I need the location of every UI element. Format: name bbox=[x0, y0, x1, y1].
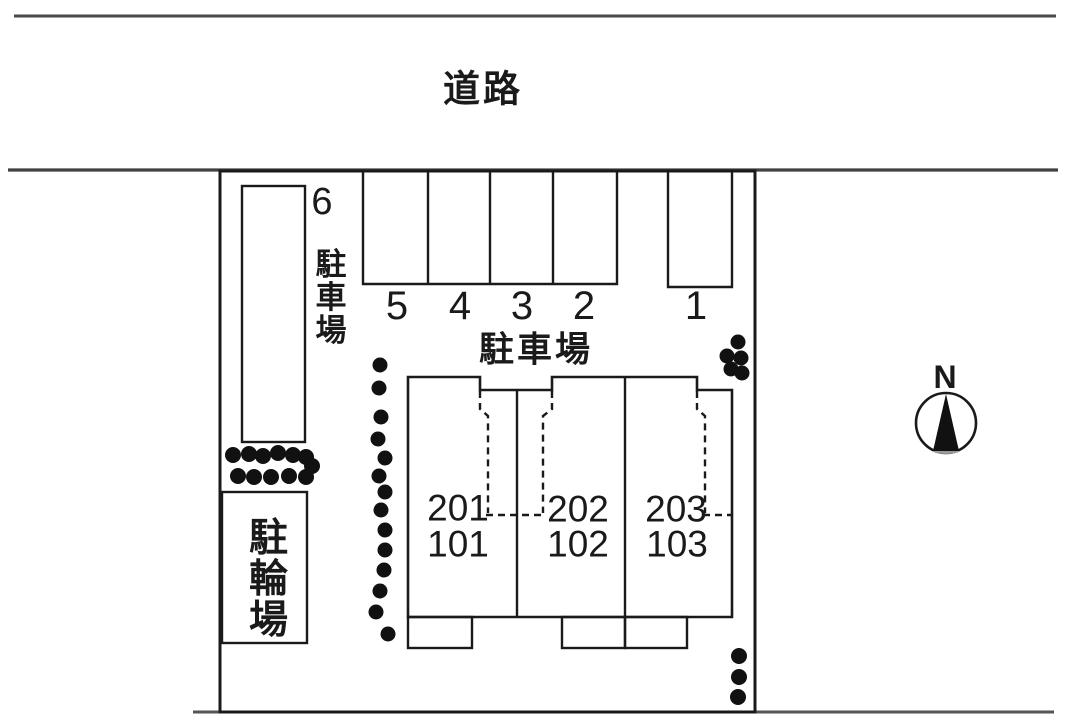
tree-cluster-bicycle bbox=[225, 445, 320, 485]
tree-dot bbox=[285, 447, 301, 463]
tree-row-left bbox=[368, 357, 396, 642]
tree-cluster-right-lower bbox=[730, 648, 747, 705]
stall-number-3: 3 bbox=[510, 284, 534, 328]
tree-dot bbox=[371, 468, 387, 484]
tree-dot bbox=[246, 469, 262, 485]
tree-dot bbox=[230, 468, 246, 484]
stall-number-5: 5 bbox=[385, 284, 409, 328]
tree-dot bbox=[730, 689, 746, 705]
porch1-left-dash bbox=[478, 391, 490, 513]
north-label: N bbox=[933, 359, 957, 395]
parking-stall-6 bbox=[240, 184, 307, 444]
tree-dot bbox=[372, 583, 388, 599]
entry-step-2 bbox=[560, 615, 627, 650]
side-parking-area-label: 駐車場 bbox=[310, 247, 346, 347]
tree-dot bbox=[298, 469, 314, 485]
tree-dot bbox=[734, 365, 750, 381]
tree-dot bbox=[368, 604, 384, 620]
side-stall-number-6: 6 bbox=[311, 181, 333, 223]
tree-dot bbox=[731, 648, 747, 664]
unit-number-202: 202 bbox=[547, 488, 609, 530]
compass-needle bbox=[933, 394, 959, 451]
stall-number-2: 2 bbox=[572, 284, 596, 328]
tree-dot bbox=[255, 448, 271, 464]
porch1-right-dash bbox=[541, 391, 554, 513]
tree-dot bbox=[377, 542, 393, 558]
tree-dot bbox=[380, 626, 396, 642]
tree-dot bbox=[241, 446, 257, 462]
tree-dot bbox=[373, 502, 389, 518]
entry-step-1 bbox=[406, 615, 474, 650]
tree-dot bbox=[377, 484, 393, 500]
tree-dot bbox=[225, 447, 241, 463]
tree-dot bbox=[371, 380, 387, 396]
unit-number-102: 102 bbox=[547, 523, 609, 565]
tree-dot bbox=[733, 350, 749, 366]
unit-number-103: 103 bbox=[646, 523, 708, 565]
porch2-left-dash bbox=[695, 391, 707, 513]
tree-dot bbox=[263, 469, 279, 485]
tree-dot bbox=[281, 468, 297, 484]
tree-dot bbox=[731, 669, 747, 685]
tree-cluster-right-upper bbox=[719, 334, 750, 381]
porch-dashed-outlines bbox=[478, 391, 732, 517]
unit-number-201: 201 bbox=[427, 487, 489, 529]
tree-dot bbox=[373, 409, 389, 425]
bicycle-parking-label: 駐輪場 bbox=[243, 516, 287, 640]
stall-number-4: 4 bbox=[448, 284, 472, 328]
main-parking-area-label: 駐車場 bbox=[478, 330, 594, 370]
unit-number-203: 203 bbox=[645, 488, 707, 530]
road-label: 道路 bbox=[443, 68, 523, 110]
parking-stall-1 bbox=[666, 171, 734, 289]
tree-dot bbox=[377, 522, 393, 538]
north-compass-icon bbox=[914, 391, 978, 455]
tree-dot bbox=[270, 445, 286, 461]
entry-step-3 bbox=[623, 615, 689, 650]
tree-dot bbox=[376, 562, 392, 578]
stall-number-1: 1 bbox=[684, 284, 708, 328]
bicycle-parking-area bbox=[220, 490, 309, 645]
tree-dot bbox=[719, 348, 735, 364]
tree-dot bbox=[730, 334, 746, 350]
tree-dot bbox=[370, 431, 386, 447]
tree-dot bbox=[377, 450, 393, 466]
tree-dot bbox=[372, 357, 388, 373]
property-boundary bbox=[218, 169, 757, 714]
unit-number-101: 101 bbox=[427, 523, 489, 565]
